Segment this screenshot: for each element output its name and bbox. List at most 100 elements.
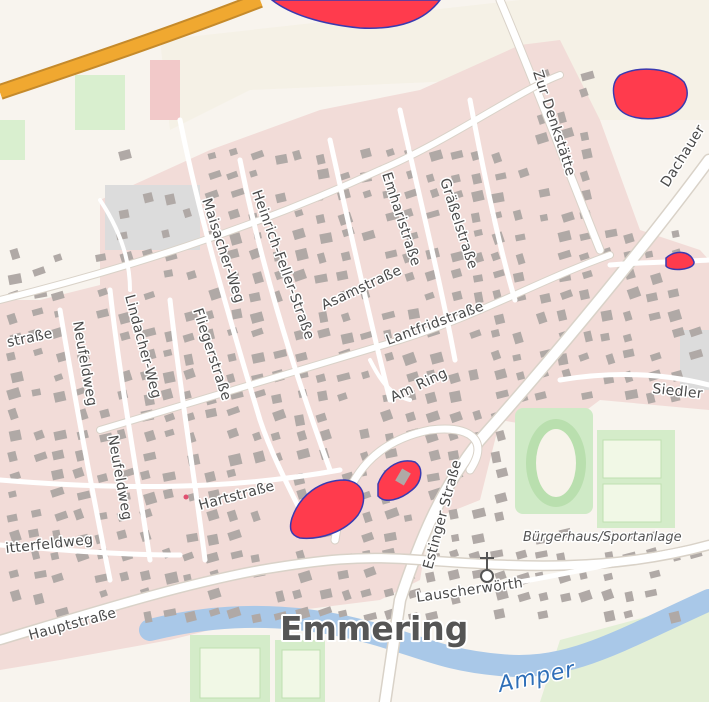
- building: [361, 531, 375, 543]
- building: [448, 372, 461, 385]
- building: [296, 448, 311, 460]
- building: [470, 212, 481, 223]
- building: [317, 390, 328, 402]
- building: [204, 471, 217, 483]
- building: [164, 571, 179, 585]
- building: [186, 532, 199, 543]
- building: [292, 149, 302, 161]
- building: [490, 549, 504, 559]
- building: [315, 214, 326, 224]
- building: [142, 348, 157, 361]
- building: [51, 449, 65, 461]
- building: [449, 549, 460, 559]
- building: [622, 310, 633, 322]
- building: [579, 87, 589, 98]
- building: [359, 331, 373, 341]
- building: [231, 308, 243, 320]
- building: [319, 588, 333, 600]
- building: [403, 208, 414, 219]
- building: [226, 509, 239, 523]
- hazard-area-east[interactable]: [665, 251, 695, 271]
- building: [99, 432, 113, 443]
- building: [490, 349, 502, 361]
- building: [95, 308, 110, 319]
- building: [426, 209, 440, 219]
- building: [340, 312, 351, 323]
- hazard-area-northeast[interactable]: [612, 68, 688, 120]
- building: [74, 449, 85, 462]
- building: [72, 466, 85, 479]
- building: [450, 250, 465, 263]
- building: [139, 370, 150, 381]
- building: [10, 371, 24, 384]
- building: [6, 351, 16, 362]
- building: [647, 531, 658, 541]
- building: [624, 389, 639, 401]
- building: [561, 211, 575, 223]
- building: [33, 451, 48, 463]
- building: [227, 352, 237, 363]
- building: [469, 329, 482, 339]
- hazard-area-center-left[interactable]: [289, 479, 365, 540]
- label-buergerhaus-sportanlage[interactable]: Bürgerhaus/Sportanlage: [522, 529, 684, 547]
- building: [273, 611, 288, 621]
- building: [472, 409, 483, 421]
- building: [50, 486, 65, 498]
- building: [292, 268, 308, 283]
- building: [227, 529, 242, 541]
- building: [204, 310, 215, 321]
- park-patch-west: [0, 120, 25, 160]
- building: [382, 190, 391, 199]
- building: [143, 491, 158, 506]
- building: [516, 371, 526, 381]
- building: [184, 310, 199, 322]
- building: [6, 387, 22, 401]
- building: [294, 414, 306, 427]
- building: [271, 393, 283, 405]
- building: [384, 351, 395, 362]
- building: [160, 388, 174, 401]
- building: [97, 287, 109, 297]
- building: [34, 570, 47, 579]
- building: [297, 570, 313, 584]
- building: [251, 327, 264, 338]
- building: [667, 532, 677, 541]
- building: [163, 608, 177, 618]
- building: [689, 326, 703, 338]
- pin-dot-icon[interactable]: [183, 494, 189, 500]
- building: [252, 271, 264, 285]
- building: [183, 367, 196, 380]
- building: [275, 192, 287, 204]
- building: [52, 529, 62, 542]
- building: [142, 192, 154, 204]
- building: [293, 329, 306, 341]
- building: [182, 332, 195, 343]
- building: [538, 188, 551, 198]
- building: [515, 549, 528, 560]
- building: [402, 252, 412, 264]
- church-icon[interactable]: [480, 552, 494, 583]
- building: [143, 393, 155, 407]
- hazard-area-north[interactable]: [270, 0, 441, 29]
- building: [495, 429, 506, 442]
- hazard-areas[interactable]: [270, 0, 695, 540]
- building: [120, 467, 135, 479]
- building: [556, 309, 568, 322]
- building: [336, 270, 349, 281]
- building: [272, 408, 287, 422]
- building: [600, 309, 614, 322]
- building: [162, 488, 174, 500]
- building: [557, 230, 572, 243]
- building: [253, 388, 267, 399]
- building: [405, 231, 419, 241]
- building: [206, 509, 220, 522]
- building: [249, 169, 258, 178]
- building: [296, 430, 308, 442]
- building: [317, 327, 331, 339]
- place-label-emmering: Emmering: [280, 609, 468, 648]
- building: [340, 251, 352, 262]
- building: [318, 606, 333, 617]
- building: [95, 253, 107, 262]
